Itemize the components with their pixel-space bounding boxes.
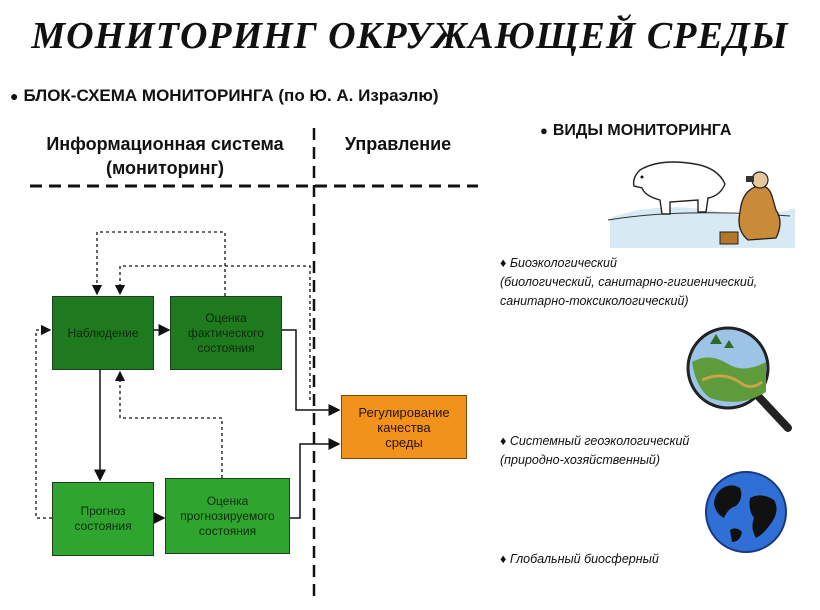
kind-system-geoecological-label: ♦ Системный геоэкологический (природно-х… — [500, 434, 690, 467]
box-observation: Наблюдение — [52, 296, 154, 370]
kind-bioecological-label: ♦ Биоэкологический (биологический, санит… — [500, 256, 758, 308]
feedback-forecast-to-observation — [35, 324, 52, 519]
bullet: ● — [10, 88, 19, 104]
flowchart-heading: ●БЛОК-СХЕМА МОНИТОРИНГА (по Ю. А. Израэл… — [10, 86, 439, 106]
bullet: ● — [540, 123, 548, 138]
globe-illustration — [705, 471, 787, 553]
box-observation-label: Наблюдение — [67, 325, 139, 340]
flowchart-heading-text: БЛОК-СХЕМА МОНИТОРИНГА (по Ю. А. Израэлю… — [23, 86, 439, 105]
box-actual-state-label: Оценка фактического состояния — [188, 310, 264, 355]
feedback-regulation-to-observation — [114, 265, 311, 400]
arrow-evaluation-to-regulation — [290, 438, 341, 519]
box-forecast-evaluation: Оценка прогнозируемого состояния — [165, 478, 290, 554]
column-management: Управление — [344, 134, 452, 154]
polar-bear-observer-illustration — [607, 161, 795, 248]
kind-global-biosphere-label: ♦ Глобальный биосферный — [500, 552, 659, 566]
column-information-system: Информационная система (мониторинг) — [46, 134, 284, 178]
feedback-actual-to-observation — [91, 231, 226, 296]
feedback-evaluation-to-observation — [114, 370, 223, 478]
arrow-actual-to-regulation — [282, 329, 341, 416]
box-regulation: Регулирование качества среды — [341, 395, 467, 459]
box-actual-state: Оценка фактического состояния — [170, 296, 282, 370]
box-forecast: Прогноз состояния — [52, 482, 154, 556]
page-title: МОНИТОРИНГ ОКРУЖАЮЩЕЙ СРЕДЫ — [31, 15, 789, 57]
box-forecast-evaluation-label: Оценка прогнозируемого состояния — [180, 493, 275, 538]
monitoring-kinds-heading-text: ВИДЫ МОНИТОРИНГА — [552, 122, 732, 139]
box-forecast-label: Прогноз состояния — [74, 504, 132, 533]
magnifier-landscape-illustration — [686, 326, 792, 432]
monitoring-kinds-heading: ● ВИДЫ МОНИТОРИНГА — [540, 122, 731, 140]
box-regulation-label: Регулирование качества среды — [358, 404, 450, 450]
